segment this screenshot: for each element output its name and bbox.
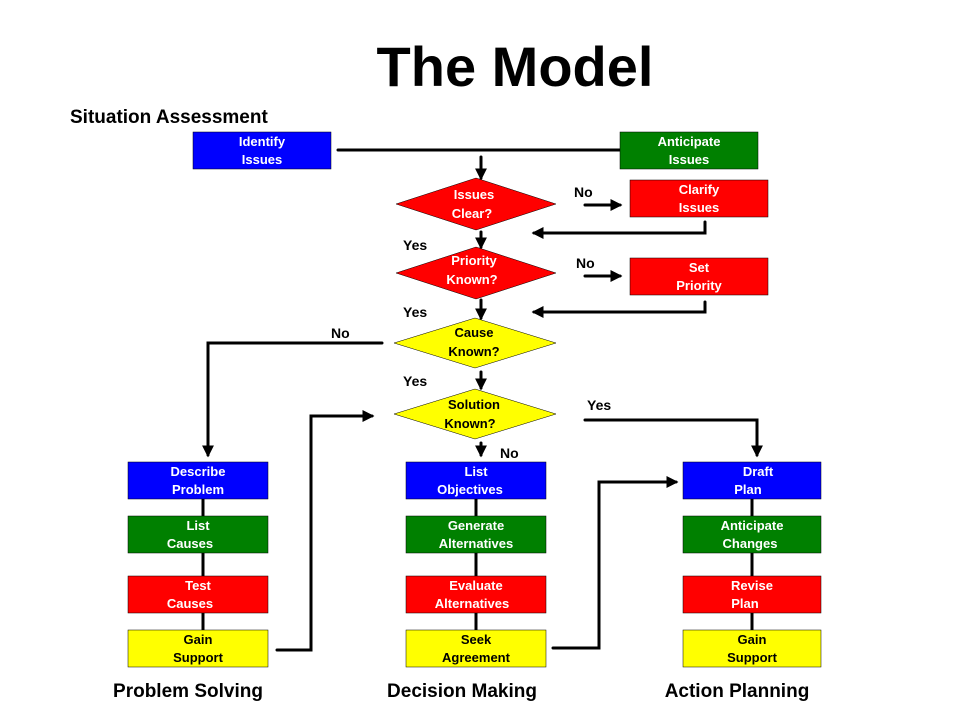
svg-text:Draft: Draft xyxy=(743,464,774,479)
section-action-planning: Action Planning xyxy=(665,681,810,702)
svg-text:Alternatives: Alternatives xyxy=(435,596,509,611)
box-set-priority: Set Priority xyxy=(629,257,769,296)
section-decision-making: Decision Making xyxy=(387,681,537,702)
box-revise-plan: Revise Plan xyxy=(682,575,822,614)
box-generate-alternatives: Generate Alternatives xyxy=(405,515,547,554)
decision-solution-known: Solution Known? xyxy=(393,388,557,440)
svg-text:Issues: Issues xyxy=(669,152,709,167)
svg-text:Alternatives: Alternatives xyxy=(439,536,513,551)
arrow-from-clarify xyxy=(531,220,707,239)
svg-text:Revise: Revise xyxy=(731,578,773,593)
svg-text:Seek: Seek xyxy=(461,632,492,647)
label-no-cause: No xyxy=(331,325,350,341)
box-clarify-issues: Clarify Issues xyxy=(629,179,769,218)
box-test-causes: Test Causes xyxy=(127,575,269,614)
arrow-to-draft-plan xyxy=(583,418,763,458)
box-gain-support-ap: Gain Support xyxy=(682,629,822,668)
page-title: The Model xyxy=(377,35,654,98)
svg-text:Cause: Cause xyxy=(454,325,493,340)
svg-text:Issues: Issues xyxy=(242,152,282,167)
svg-text:Known?: Known? xyxy=(444,416,495,431)
box-describe-problem: Describe Problem xyxy=(127,461,269,500)
svg-text:Gain: Gain xyxy=(184,632,213,647)
svg-text:Describe: Describe xyxy=(171,464,226,479)
label-yes-issues: Yes xyxy=(403,237,427,253)
arrow-ps-to-solution xyxy=(275,410,375,652)
svg-text:Issues: Issues xyxy=(679,200,719,215)
label-yes-solution: Yes xyxy=(587,397,611,413)
svg-text:Objectives: Objectives xyxy=(437,482,503,497)
svg-text:Anticipate: Anticipate xyxy=(658,134,721,149)
svg-text:List: List xyxy=(464,464,488,479)
box-evaluate-alternatives: Evaluate Alternatives xyxy=(405,575,547,614)
svg-text:Known?: Known? xyxy=(448,344,499,359)
section-problem-solving: Problem Solving xyxy=(113,681,263,702)
svg-text:Clarify: Clarify xyxy=(679,182,720,197)
decision-cause-known: Cause Known? xyxy=(393,317,557,369)
situation-assessment-label: Situation Assessment xyxy=(70,107,268,128)
svg-text:Support: Support xyxy=(173,650,223,665)
label-no-solution: No xyxy=(500,445,519,461)
svg-text:Causes: Causes xyxy=(167,536,213,551)
box-gain-support-ps: Gain Support xyxy=(127,629,269,668)
svg-text:Set: Set xyxy=(689,260,710,275)
svg-text:Test: Test xyxy=(185,578,211,593)
svg-text:Priority: Priority xyxy=(676,278,722,293)
label-yes-cause: Yes xyxy=(403,373,427,389)
svg-text:Causes: Causes xyxy=(167,596,213,611)
box-identify-issues: Identify Issues xyxy=(192,131,332,170)
svg-text:Generate: Generate xyxy=(448,518,504,533)
arrow-from-set-priority xyxy=(531,300,707,318)
arrow-dm-to-action xyxy=(551,476,679,650)
svg-text:Solution: Solution xyxy=(448,397,500,412)
svg-text:Support: Support xyxy=(727,650,777,665)
box-seek-agreement: Seek Agreement xyxy=(405,629,547,668)
label-no-issues: No xyxy=(574,184,593,200)
arrow-to-describe xyxy=(202,341,384,458)
box-list-causes: List Causes xyxy=(127,515,269,554)
svg-text:Problem: Problem xyxy=(172,482,224,497)
label-yes-priority: Yes xyxy=(403,304,427,320)
svg-text:Anticipate: Anticipate xyxy=(721,518,784,533)
svg-text:Changes: Changes xyxy=(723,536,778,551)
svg-text:Known?: Known? xyxy=(446,272,497,287)
svg-text:Agreement: Agreement xyxy=(442,650,511,665)
svg-text:Clear?: Clear? xyxy=(452,206,493,221)
svg-text:List: List xyxy=(186,518,210,533)
svg-text:Identify: Identify xyxy=(239,134,286,149)
svg-text:Priority: Priority xyxy=(451,253,497,268)
box-list-objectives: List Objectives xyxy=(405,461,547,500)
svg-text:Issues: Issues xyxy=(454,187,494,202)
box-draft-plan: Draft Plan xyxy=(682,461,822,500)
decision-priority-known: Priority Known? xyxy=(395,246,557,300)
label-no-priority: No xyxy=(576,255,595,271)
svg-text:Plan: Plan xyxy=(731,596,759,611)
decision-issues-clear: Issues Clear? xyxy=(395,177,557,231)
box-anticipate-issues: Anticipate Issues xyxy=(619,131,759,170)
svg-text:Plan: Plan xyxy=(734,482,762,497)
svg-text:Gain: Gain xyxy=(738,632,767,647)
box-anticipate-changes: Anticipate Changes xyxy=(682,515,822,554)
connectors xyxy=(201,148,763,652)
svg-text:Evaluate: Evaluate xyxy=(449,578,502,593)
